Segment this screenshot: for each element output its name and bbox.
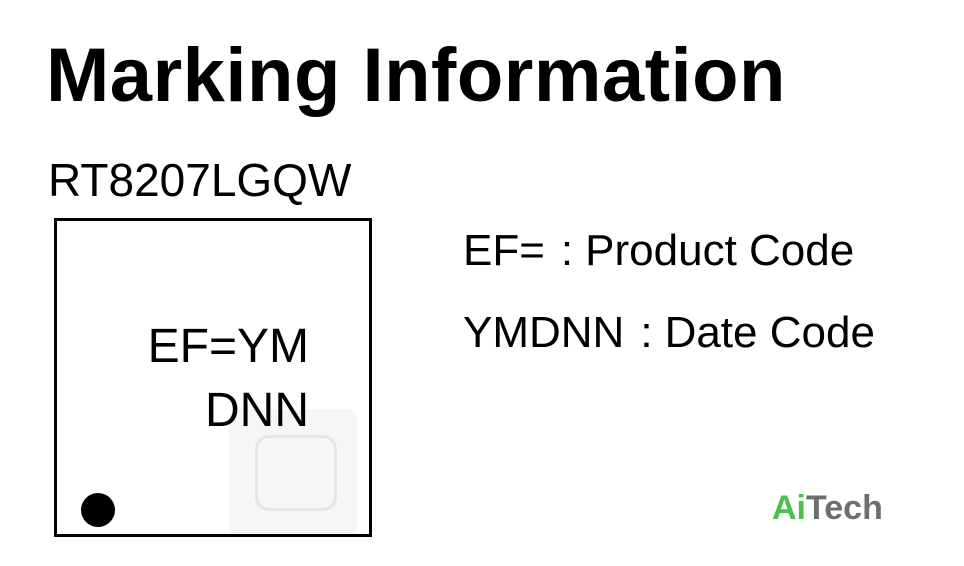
page-title: Marking Information [46,33,786,118]
chip-marking-line-1: EF=YM [147,320,309,373]
legend-separator: : [560,226,574,275]
legend-row-date-code: YMDNN:Date Code [463,306,875,360]
brand-logo-part1: Ai [772,489,806,527]
legend-row-product-code: EF=:Product Code [463,224,854,278]
part-number: RT8207LGQW [48,154,352,206]
watermark-icon [229,409,357,537]
chip-package-outline: EF=YM DNN [54,218,372,537]
legend-separator: : [640,308,653,357]
legend-description: Date Code [664,308,875,357]
brand-logo-part2: Tech [806,489,883,527]
legend-code: EF= [463,226,545,275]
legend-description: Product Code [585,226,855,275]
pin1-indicator-icon [81,493,115,527]
legend-code: YMDNN [463,308,625,357]
brand-logo: AiTech [772,488,883,528]
chip-marking-line-2: DNN [205,384,309,437]
